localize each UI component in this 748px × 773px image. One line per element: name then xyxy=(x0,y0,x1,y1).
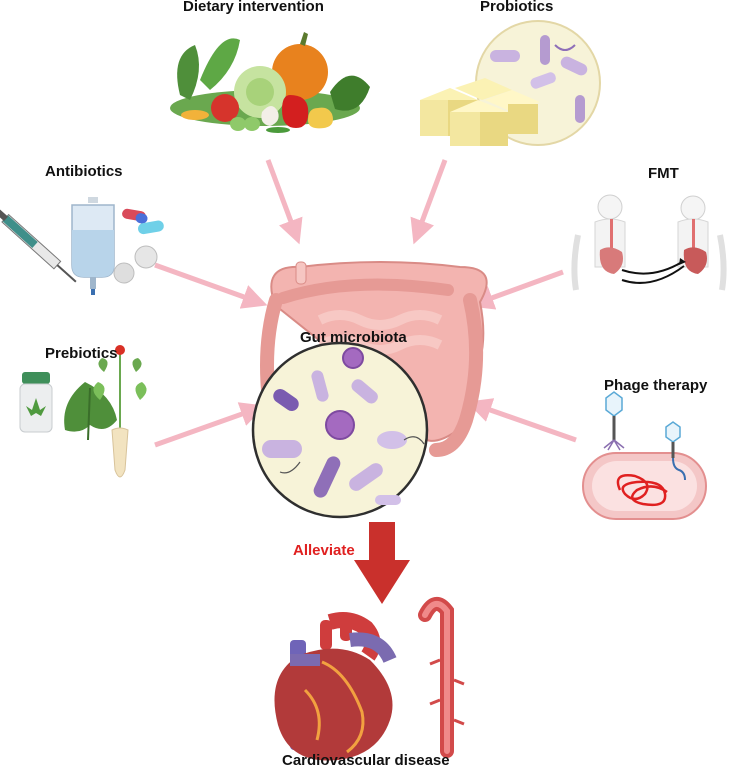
label-alleviate: Alleviate xyxy=(293,542,355,559)
arrow-antibiotics xyxy=(154,262,268,309)
probiotics-icon xyxy=(420,20,601,146)
antibiotics-icon xyxy=(0,197,164,295)
prebiotics-icon xyxy=(19,345,147,478)
arrow-probiotics xyxy=(410,159,448,245)
alleviate-arrow xyxy=(354,522,410,604)
arrow-prebiotics xyxy=(154,402,266,448)
arrow-phage xyxy=(466,398,577,443)
label-phage-therapy: Phage therapy xyxy=(604,377,708,394)
label-gut-microbiota: Gut microbiota xyxy=(300,329,407,346)
fmt-icon xyxy=(571,194,727,291)
artery-icon xyxy=(418,597,465,758)
arrow-dietary xyxy=(265,159,303,245)
label-probiotics: Probiotics xyxy=(480,0,554,15)
microbiota-lens xyxy=(251,341,429,519)
vegetables-icon xyxy=(170,32,370,133)
arrows xyxy=(154,159,577,448)
phage-therapy-icon xyxy=(582,391,707,520)
label-dietary-intervention: Dietary intervention xyxy=(183,0,324,15)
label-antibiotics: Antibiotics xyxy=(45,163,123,180)
arrow-fmt xyxy=(468,269,564,310)
label-prebiotics: Prebiotics xyxy=(45,345,118,362)
label-cardiovascular-disease: Cardiovascular disease xyxy=(282,752,450,769)
label-fmt: FMT xyxy=(648,165,679,182)
heart-icon xyxy=(274,612,397,761)
